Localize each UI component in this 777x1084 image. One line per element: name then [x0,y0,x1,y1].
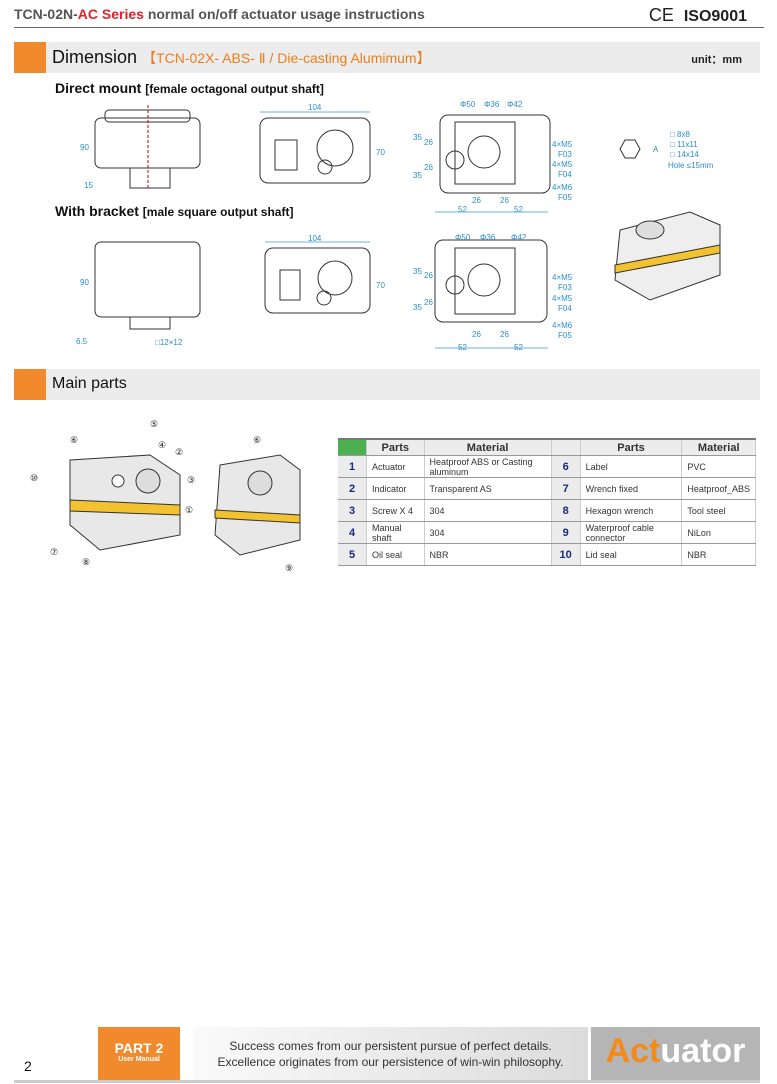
svg-text:□ 14x14: □ 14x14 [670,150,699,159]
svg-text:⑤: ⑤ [150,419,158,429]
unit-label: unit：mm [691,54,742,66]
svg-text:35: 35 [413,133,422,142]
side-view-direct [94,105,201,190]
side-view-bracket [94,241,201,330]
svg-text:□12×12: □12×12 [155,338,183,347]
svg-text:52: 52 [514,205,523,214]
svg-text:35: 35 [413,267,422,276]
footer-divider [14,1080,760,1083]
with-bracket-heading: With bracket [male square output shaft] [55,203,294,219]
svg-text:6.5: 6.5 [76,337,88,346]
svg-text:②: ② [175,447,183,457]
svg-text:①: ① [185,505,193,515]
svg-text:26: 26 [424,298,433,307]
svg-text:26: 26 [472,330,481,339]
svg-text:③: ③ [187,475,195,485]
svg-text:26: 26 [472,196,481,205]
svg-text:4×M6: 4×M6 [552,321,573,330]
svg-text:35: 35 [413,171,422,180]
bottom-view-direct [439,114,551,194]
svg-text:⑨: ⑨ [285,563,293,573]
dimension-subtitle: 【TCN-02X- ABS- Ⅱ / Die-casting Alumimum】 [142,50,431,66]
svg-text:□ 11x11: □ 11x11 [670,140,698,149]
page-number: 2 [24,1058,32,1074]
slogan: Success comes from our persistent pursue… [193,1027,588,1081]
brand-logo: Actuator [591,1027,760,1081]
svg-text:⑥: ⑥ [253,435,261,445]
svg-text:90: 90 [80,143,89,152]
svg-text:Hole ≤15mm: Hole ≤15mm [668,161,714,170]
svg-text:Φ50: Φ50 [460,100,476,109]
dimension-title: Dimension [52,47,138,67]
svg-text:Φ36: Φ36 [484,100,500,109]
svg-text:⑧: ⑧ [82,557,90,567]
svg-text:④: ④ [158,440,166,450]
svg-text:Φ36: Φ36 [480,233,496,242]
svg-text:26: 26 [500,196,509,205]
svg-text:F05: F05 [558,331,572,340]
svg-text:A: A [653,145,659,154]
svg-text:⑥: ⑥ [70,435,78,445]
svg-text:F04: F04 [558,304,572,313]
svg-text:Φ42: Φ42 [507,100,523,109]
svg-text:70: 70 [376,281,385,290]
svg-text:F03: F03 [558,283,572,292]
svg-text:F05: F05 [558,193,572,202]
svg-text:15: 15 [84,181,93,190]
section-marker [14,369,46,400]
svg-text:4×M5: 4×M5 [552,273,573,282]
svg-text:52: 52 [458,343,467,352]
ce-mark: CE [648,5,674,25]
svg-text:104: 104 [308,234,322,243]
document-title: TCN-02N-AC Series normal on/off actuator… [14,6,425,22]
svg-text:52: 52 [514,343,523,352]
iso-mark: ISO9001 [683,8,747,25]
svg-text:104: 104 [308,103,322,112]
svg-text:26: 26 [424,271,433,280]
svg-text:4×M5: 4×M5 [552,160,573,169]
direct-mount-heading: Direct mount [female octagonal output sh… [55,80,324,96]
svg-text:Φ42: Φ42 [511,233,527,242]
actuator-3d-image [614,211,721,301]
svg-text:F04: F04 [558,170,572,179]
parts-illustration: ⑥ ⑤ ④② ③ ① ⑩ ⑦ ⑧ ⑥ ⑨ [30,419,301,573]
svg-text:70: 70 [376,148,385,157]
svg-text:□ 8x8: □ 8x8 [670,130,691,139]
top-view-direct [259,117,371,184]
svg-text:⑩: ⑩ [30,473,38,483]
svg-text:4×M5: 4×M5 [552,140,573,149]
bottom-view-bracket [434,239,548,323]
svg-text:Φ50: Φ50 [455,233,471,242]
header-divider [14,27,764,28]
main-parts-section-bar: Main parts [14,369,760,400]
svg-text:4×M5: 4×M5 [552,294,573,303]
shaft-hexagon-icon [619,139,641,159]
dimension-lines [260,111,548,349]
main-parts-title: Main parts [52,375,127,392]
svg-text:26: 26 [500,330,509,339]
svg-text:F03: F03 [558,150,572,159]
section-marker [14,42,46,73]
svg-text:52: 52 [458,205,467,214]
svg-text:35: 35 [413,303,422,312]
top-view-bracket [264,247,371,314]
svg-text:26: 26 [424,163,433,172]
svg-text:26: 26 [424,138,433,147]
svg-text:90: 90 [80,278,89,287]
svg-text:⑦: ⑦ [50,547,58,557]
certifications: CE ISO9001 [649,5,747,26]
svg-text:4×M6: 4×M6 [552,183,573,192]
dimension-section-bar: Dimension 【TCN-02X- ABS- Ⅱ / Die-casting… [14,42,760,73]
